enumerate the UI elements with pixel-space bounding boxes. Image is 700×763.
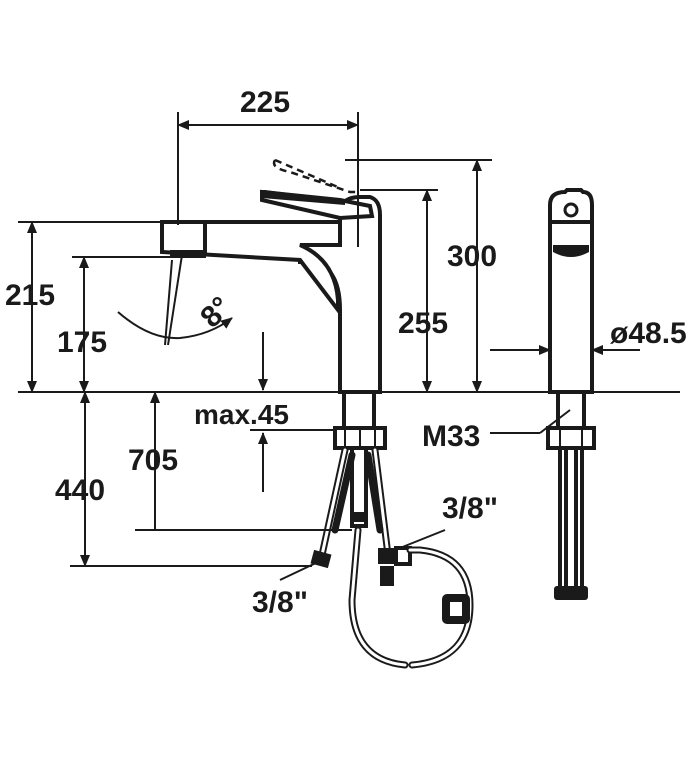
dim-total-height: 300	[447, 240, 497, 273]
dim-connector-left: 3/8"	[252, 586, 308, 619]
dim-swivel-angle: 8°	[194, 291, 238, 335]
dim-connector-right: 3/8"	[442, 492, 498, 525]
dim-spout-reach: 225	[240, 86, 290, 119]
dim-outlet-height-top: 255	[398, 307, 448, 340]
dim-max-thickness: max.45	[194, 399, 289, 430]
dim-base-height: 215	[5, 279, 55, 312]
dim-body-diameter: ø48.5	[610, 317, 687, 350]
faucet-front-view	[546, 188, 596, 600]
dim-thread: M33	[422, 420, 480, 453]
dim-tail-length: 440	[55, 474, 105, 507]
dim-outlet-height: 175	[57, 326, 107, 359]
dim-hose-length: 705	[128, 444, 178, 477]
faucet-side-view	[160, 158, 474, 669]
